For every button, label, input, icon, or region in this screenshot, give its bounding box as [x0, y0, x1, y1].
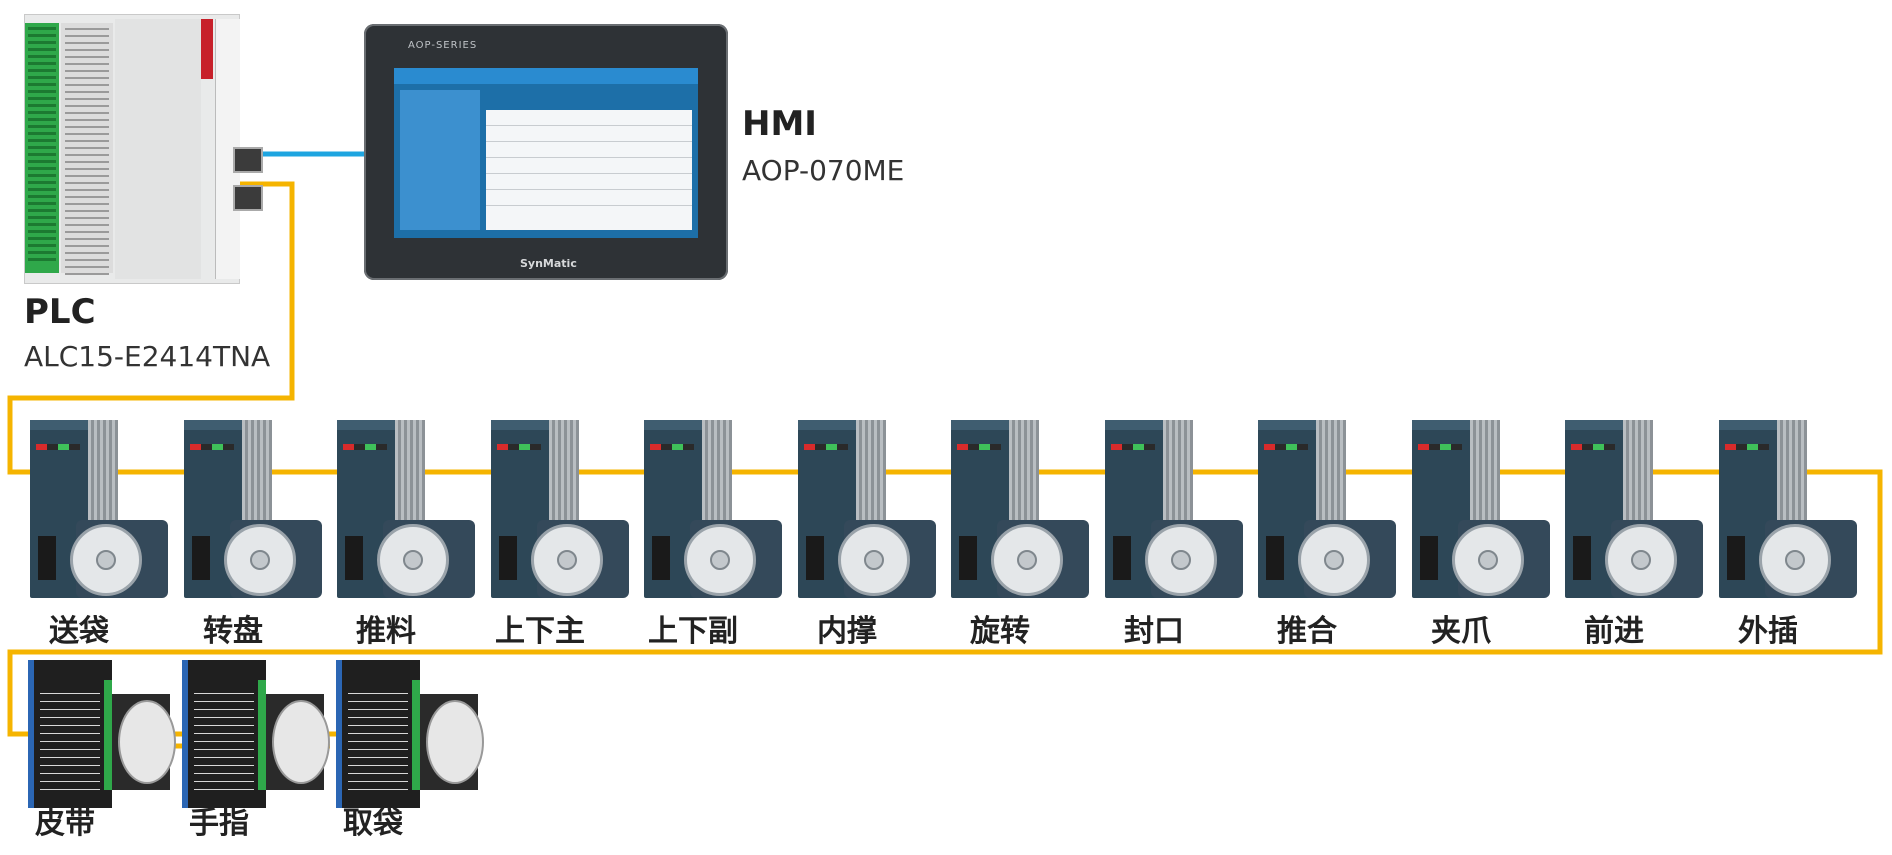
- stepper-unit: [28, 660, 176, 810]
- motor-flange: [70, 524, 142, 596]
- plc-ethercat-port: [233, 185, 263, 211]
- status-led-icon: [650, 444, 694, 450]
- status-led-icon: [957, 444, 1001, 450]
- status-led-icon: [804, 444, 848, 450]
- stepper-axis-label: 手指: [189, 806, 249, 841]
- status-led-icon: [1264, 444, 1308, 450]
- hmi-device: AOP-SERIES SynMatic: [364, 24, 728, 280]
- motor-shaft: [1324, 550, 1344, 570]
- plc-body: [115, 19, 201, 279]
- servo-unit: [184, 420, 324, 602]
- servo-unit: [1412, 420, 1552, 602]
- plc-terminal-strip: [25, 23, 59, 273]
- hmi-model: AOP-070ME: [742, 154, 905, 187]
- plc-model: ALC15-E2414TNA: [24, 340, 271, 373]
- motor-shaft: [250, 550, 270, 570]
- stepper-drive: [336, 660, 420, 808]
- servo-unit: [337, 420, 477, 602]
- servo-axis-label: 上下副: [648, 614, 738, 649]
- plc-device: [24, 14, 263, 284]
- servo-unit: [491, 420, 631, 602]
- motor-flange: [377, 524, 449, 596]
- servo-drive: [491, 420, 549, 598]
- motor-shaft: [1478, 550, 1498, 570]
- servo-unit: [644, 420, 784, 602]
- motor-flange: [272, 700, 330, 784]
- motor-flange: [118, 700, 176, 784]
- servo-axis-label: 夹爪: [1431, 614, 1491, 649]
- plc-title: PLC: [24, 292, 96, 332]
- motor-shaft: [864, 550, 884, 570]
- stepper-unit: [182, 660, 330, 810]
- stepper-drive: [28, 660, 112, 808]
- hmi-title: HMI: [742, 104, 817, 144]
- stepper-drive: [182, 660, 266, 808]
- motor-shaft: [403, 550, 423, 570]
- status-led-icon: [190, 444, 234, 450]
- motor-shaft: [1785, 550, 1805, 570]
- ethercat-line: [7, 181, 1883, 737]
- terminal-block: [104, 680, 112, 790]
- terminal-block: [258, 680, 266, 790]
- hmi-series-text: AOP-SERIES: [408, 40, 478, 51]
- hmi-screen: [394, 68, 698, 238]
- plc-brand-strip: [201, 19, 213, 79]
- servo-axis-label: 推料: [356, 614, 416, 649]
- status-led-icon: [36, 444, 80, 450]
- motor-flange: [426, 700, 484, 784]
- servo-axis-label: 上下主: [495, 614, 585, 649]
- hmi-screen-table: [486, 110, 692, 230]
- servo-unit: [1565, 420, 1705, 602]
- servo-axis-label: 内撑: [817, 614, 877, 649]
- motor-shaft: [1017, 550, 1037, 570]
- servo-axis-label: 推合: [1277, 614, 1337, 649]
- servo-unit: [951, 420, 1091, 602]
- servo-axis-label: 外插: [1738, 614, 1798, 649]
- stepper-axis-label: 取袋: [343, 806, 403, 841]
- servo-axis-label: 旋转: [970, 614, 1030, 649]
- hmi-screen-panel: [400, 90, 480, 230]
- hmi-screen-titlebar: [394, 68, 698, 84]
- servo-unit: [30, 420, 170, 602]
- status-led-icon: [1111, 444, 1155, 450]
- motor-shaft: [1631, 550, 1651, 570]
- servo-unit: [1105, 420, 1245, 602]
- plc-ethernet-port: [233, 147, 263, 173]
- status-led-icon: [1571, 444, 1615, 450]
- stepper-unit: [336, 660, 484, 810]
- plc-io-block: [61, 23, 113, 275]
- servo-unit: [1258, 420, 1398, 602]
- motor-shaft: [96, 550, 116, 570]
- motor-shaft: [710, 550, 730, 570]
- status-led-icon: [497, 444, 541, 450]
- servo-axis-label: 前进: [1584, 614, 1644, 649]
- motor-shaft: [1171, 550, 1191, 570]
- servo-axis-label: 封口: [1124, 614, 1184, 649]
- servo-unit: [798, 420, 938, 602]
- status-led-icon: [1725, 444, 1769, 450]
- status-led-icon: [343, 444, 387, 450]
- servo-axis-label: 送袋: [49, 614, 109, 649]
- servo-unit: [1719, 420, 1859, 602]
- status-led-icon: [1418, 444, 1462, 450]
- terminal-block: [412, 680, 420, 790]
- servo-drive: [1719, 420, 1777, 598]
- hmi-brand: SynMatic: [520, 257, 577, 270]
- servo-axis-label: 转盘: [203, 614, 263, 649]
- motor-shaft: [557, 550, 577, 570]
- stepper-axis-label: 皮带: [35, 806, 95, 841]
